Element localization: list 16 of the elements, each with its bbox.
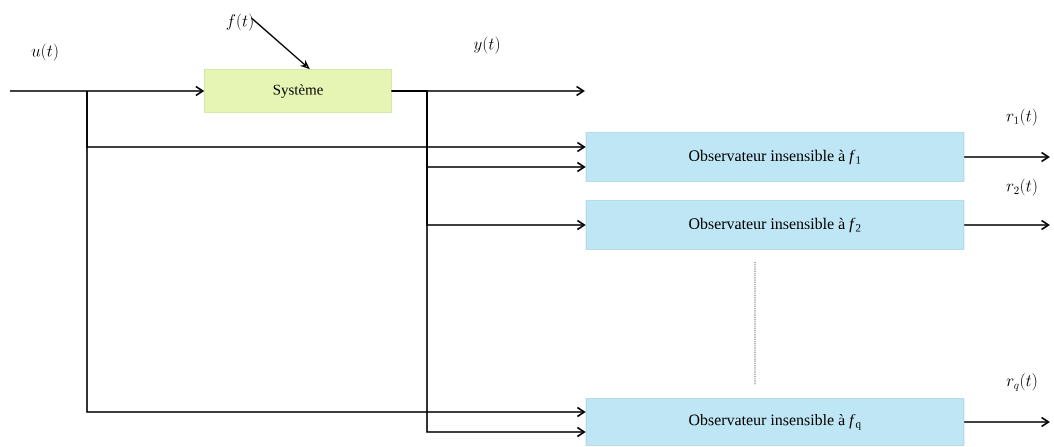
text-label: $f(t)$ [226, 13, 253, 31]
signal-label: $r_q(t)$ [1005, 372, 1039, 392]
arrow [390, 90, 586, 438]
signal-label: $u(t)$ [30, 42, 60, 62]
signal-label: $r_2(t)$ [1005, 177, 1039, 197]
arrow [86, 90, 586, 418]
signal-label: $y(t)$ [472, 35, 502, 55]
arrow [963, 219, 1050, 231]
arrow [963, 151, 1050, 163]
arrow [963, 416, 1050, 428]
process-box: Système [204, 69, 392, 113]
signal-label: $r_1(t)$ [1005, 107, 1039, 127]
process-box: Observateur insensible à f$_{2}$ [585, 200, 965, 250]
arrow [9, 85, 205, 97]
process-box: Observateur insensible à f$_{q}$ [585, 398, 965, 446]
process-box: Observateur insensible à f$_{1}$ [585, 132, 965, 182]
